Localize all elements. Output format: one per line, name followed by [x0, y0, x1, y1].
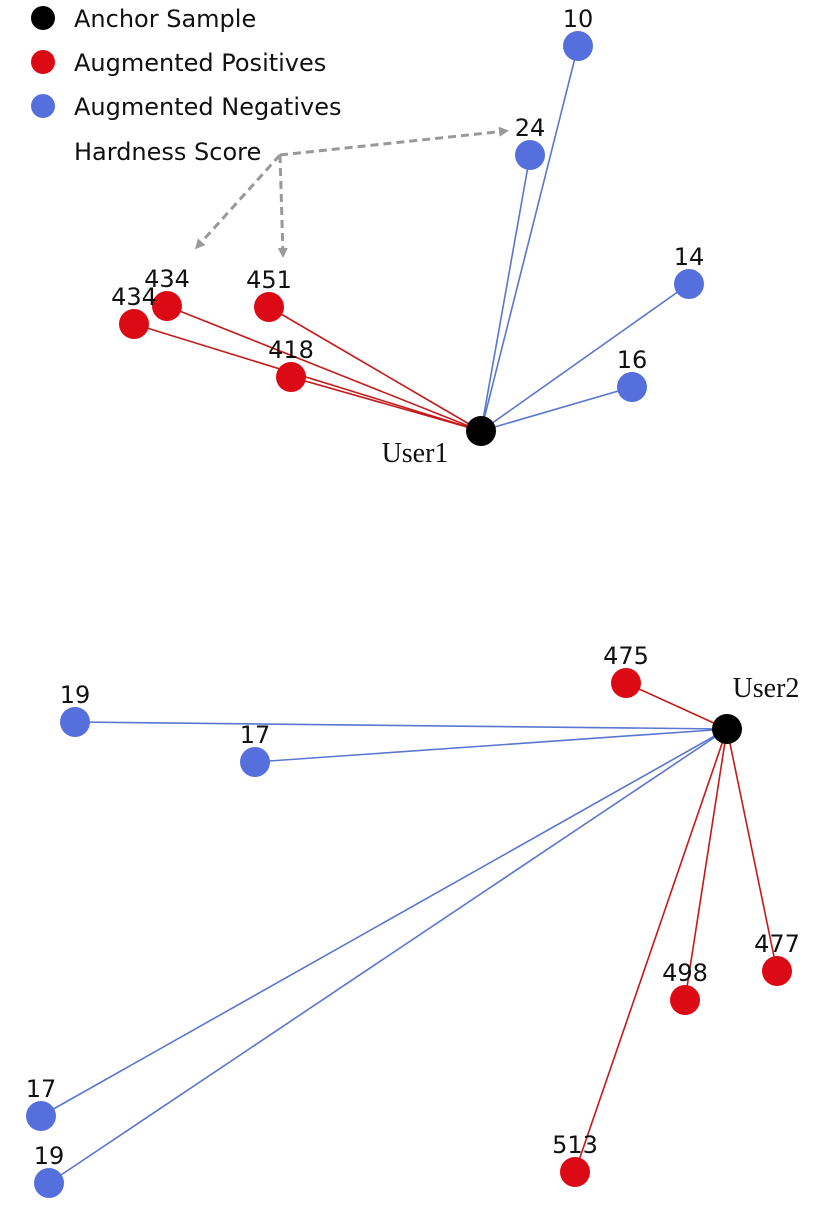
graph-1-negative-edge-4	[480, 386, 633, 432]
hardness-arrow-to-positive-center	[277, 154, 288, 258]
legend-anchor-marker	[31, 6, 55, 30]
graph-1-negative-score-4: 16	[617, 346, 648, 374]
graph-2-positive-score-3: 498	[662, 959, 708, 987]
legend-negative-label: Augmented Negatives	[74, 93, 341, 121]
graph-2-negative-node-2	[240, 747, 270, 777]
graph-2-positive-node-3	[670, 985, 700, 1015]
graph-2-negative-score-1: 19	[60, 681, 91, 709]
graph-2-positive-node-1	[611, 668, 641, 698]
legend-anchor-label: Anchor Sample	[74, 5, 256, 33]
legend-positive-marker	[31, 50, 55, 74]
graph-1-negative-node-3	[674, 269, 704, 299]
graph-1-positive-node-1	[152, 291, 182, 321]
hardness-arrow-to-negative	[279, 126, 509, 157]
graph-1-negative-edge-1	[480, 45, 579, 432]
graph-2-negative-score-3: 17	[26, 1075, 57, 1103]
graph-2-positive-score-4: 513	[552, 1131, 598, 1159]
graph-1-negative-edge-3	[480, 283, 690, 432]
graph-1-negative-score-1: 10	[563, 5, 594, 33]
graph-2-positive-edge-4	[574, 728, 728, 1173]
graph-1-negative-edge-2	[480, 154, 531, 432]
graph-1-anchor-label: User1	[382, 438, 449, 469]
graph-1-anchor-node	[466, 416, 496, 446]
graph-1-negative-node-4	[617, 372, 647, 402]
graph-1-negative-score-2: 24	[515, 114, 546, 142]
legend: Anchor Sample Augmented Positives Augmen…	[31, 5, 341, 166]
hardness-arrow-to-positive-left	[194, 153, 282, 250]
graph-2-negative-node-4	[34, 1168, 64, 1198]
graph-2-positive-node-4	[560, 1157, 590, 1187]
legend-hardness-label: Hardness Score	[74, 138, 261, 166]
graph-2-positive-edge-2	[726, 728, 778, 972]
graph-2-negative-edge-1	[74, 721, 728, 730]
graph-2-positive-edge-3	[684, 728, 728, 1001]
graph-2-positive-node-2	[762, 956, 792, 986]
graph-2-negative-edge-4	[48, 728, 728, 1184]
graph-2-anchor-label: User2	[733, 673, 800, 704]
graph-1-positive-score-4: 418	[268, 336, 314, 364]
graph-2-negative-score-2: 17	[240, 721, 271, 749]
nodes-layer	[26, 31, 792, 1198]
graph-2-negative-edge-3	[40, 728, 728, 1117]
legend-negative-marker	[31, 94, 55, 118]
graph-1-positive-node-4	[276, 362, 306, 392]
graph-2-positive-score-2: 477	[754, 930, 800, 958]
graph-1-positive-edge-2	[133, 323, 482, 432]
graph-2-negative-edge-2	[254, 728, 728, 763]
graph-2-anchor-node	[712, 714, 742, 744]
graph-1-positive-score-3: 451	[246, 266, 292, 294]
graph-1-negative-score-3: 14	[674, 243, 705, 271]
graph-1-positive-score-2: 434	[111, 283, 157, 311]
graph-1-negative-node-1	[563, 31, 593, 61]
legend-positive-label: Augmented Positives	[74, 49, 326, 77]
graph-2-negative-node-1	[60, 707, 90, 737]
graph-1-positive-score-1: 434	[144, 265, 190, 293]
graph-2-negative-score-4: 19	[34, 1142, 65, 1170]
edges-layer	[40, 45, 778, 1184]
graph-1-positive-node-3	[254, 292, 284, 322]
hardness-pointer-arrows	[194, 126, 509, 258]
graph-2-positive-edge-1	[625, 682, 728, 730]
graph-2-positive-score-1: 475	[603, 642, 649, 670]
graph-1-positive-node-2	[119, 309, 149, 339]
graph-1-negative-node-2	[515, 140, 545, 170]
graph-1-positive-edge-4	[290, 376, 482, 432]
graph-1-positive-edge-3	[268, 306, 482, 432]
graph-1-positive-edge-1	[166, 305, 482, 432]
graph-2-negative-node-3	[26, 1101, 56, 1131]
